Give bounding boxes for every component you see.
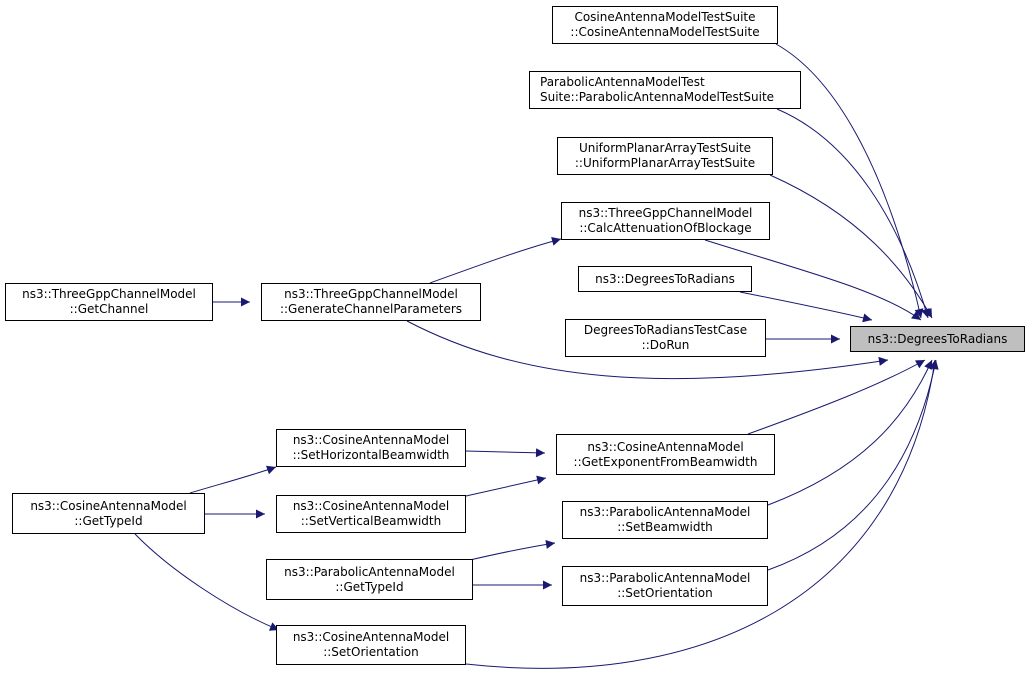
node-set-horizontal-beamwidth[interactable]: ns3::CosineAntennaModel ::SetHorizontalB… [276, 429, 466, 467]
node-line: ::GetChannel [69, 302, 149, 316]
node-line: ::CalcAttenuationOfBlockage [579, 221, 752, 235]
node-line: ::GetExponentFromBeamwidth [573, 454, 758, 469]
node-line: ::SetHorizontalBeamwidth [292, 448, 450, 462]
edge-cosTypeId-to-setHor [189, 465, 277, 494]
node-cosine-set-orientation[interactable]: ns3::CosineAntennaModel ::SetOrientation [276, 625, 466, 665]
edge-genCh-to-target [406, 320, 889, 380]
node-line: ::SetVerticalBeamwidth [300, 514, 442, 528]
node-degrees-to-radians-test-case-dorun[interactable]: DegreesToRadiansTestCase ::DoRun [565, 319, 766, 357]
node-uniform-planar-array-test-suite[interactable]: UniformPlanarArrayTestSuite ::UniformPla… [557, 137, 773, 175]
node-parabolic-get-type-id[interactable]: ns3::ParabolicAntennaModel ::GetTypeId [266, 559, 473, 600]
node-get-exponent-from-beamwidth[interactable]: ns3::CosineAntennaModel ::GetExponentFro… [556, 434, 775, 475]
edge-parTS-to-target [776, 108, 930, 319]
edge-upaTS-to-target [769, 174, 933, 319]
node-line: ns3::CosineAntennaModel [587, 439, 744, 454]
node-parabolic-set-orientation[interactable]: ns3::ParabolicAntennaModel ::SetOrientat… [562, 566, 768, 606]
node-line: ::GetTypeId [335, 579, 404, 594]
edge-cosTypeId-to-cosSetOr [134, 533, 280, 631]
node-line: UniformPlanarArrayTestSuite [578, 141, 752, 155]
node-parabolic-antenna-model-test-suite[interactable]: ParabolicAntennaModelTest Suite::Parabol… [529, 71, 801, 109]
edge-calcAtt-to-target [704, 239, 922, 321]
node-line: ::GetTypeId [74, 513, 143, 528]
node-line: ::DoRun [641, 338, 690, 352]
node-line: ns3::CosineAntennaModel [292, 630, 450, 644]
edge-parSetOr-to-target [767, 359, 939, 571]
node-cosine-get-type-id[interactable]: ns3::CosineAntennaModel ::GetTypeId [12, 493, 205, 534]
node-line: ns3::CosineAntennaModel [30, 498, 187, 513]
edge-setVer-to-getExp [465, 475, 547, 497]
node-line: DegreesToRadiansTestCase [583, 323, 748, 337]
node-line: ::GenerateChannelParameters [279, 302, 463, 316]
node-line: CosineAntennaModelTestSuite [574, 10, 756, 24]
node-line: ns3::DegreesToRadians [867, 331, 1008, 346]
edge-parSetBw-to-target [767, 359, 933, 506]
node-line: ::SetBeamwidth [617, 520, 713, 534]
node-cosine-antenna-model-test-suite[interactable]: CosineAntennaModelTestSuite ::CosineAnte… [552, 6, 778, 44]
edge-genCh-to-calcAtt [429, 236, 562, 284]
node-line: ns3::ParabolicAntennaModel [579, 505, 751, 519]
node-line: ns3::DegreesToRadians [595, 271, 735, 286]
node-line: ::SetOrientation [323, 645, 419, 659]
node-line: ::CosineAntennaModelTestSuite [570, 25, 760, 39]
edge-cosTS-to-target [775, 43, 924, 319]
node-line: ns3::CosineAntennaModel [292, 433, 450, 447]
node-parabolic-set-beamwidth[interactable]: ns3::ParabolicAntennaModel ::SetBeamwidt… [562, 501, 768, 539]
edge-cosSetOr-to-target [465, 359, 939, 669]
edge-setHor-to-getExp [465, 448, 546, 458]
node-line: ns3::ThreeGppChannelModel [22, 287, 196, 301]
node-line: ::SetOrientation [617, 586, 713, 600]
node-get-channel[interactable]: ns3::ThreeGppChannelModel ::GetChannel [5, 283, 213, 321]
node-line: ::UniformPlanarArrayTestSuite [574, 156, 756, 170]
node-degrees-to-radians-focus[interactable]: ns3::DegreesToRadians [850, 326, 1025, 352]
node-line: Suite::ParabolicAntennaModelTestSuite [540, 90, 775, 104]
node-line: ns3::ParabolicAntennaModel [284, 564, 455, 579]
node-generate-channel-parameters[interactable]: ns3::ThreeGppChannelModel ::GenerateChan… [261, 283, 481, 321]
node-line: ns3::ThreeGppChannelModel [284, 287, 458, 301]
node-set-vertical-beamwidth[interactable]: ns3::CosineAntennaModel ::SetVerticalBea… [276, 495, 466, 533]
node-line: ns3::ParabolicAntennaModel [579, 571, 751, 585]
edge-d2rFn-to-target [739, 291, 873, 323]
edge-getExp-to-target [747, 359, 926, 435]
node-line: ns3::ThreeGppChannelModel [578, 206, 753, 220]
node-line: ns3::CosineAntennaModel [292, 499, 450, 513]
node-line: ParabolicAntennaModelTest [540, 75, 705, 89]
edge-parTypeId-to-parSetBw [469, 539, 556, 561]
node-calc-attenuation-of-blockage[interactable]: ns3::ThreeGppChannelModel ::CalcAttenuat… [561, 202, 770, 240]
node-degrees-to-radians[interactable]: ns3::DegreesToRadians [578, 266, 752, 292]
